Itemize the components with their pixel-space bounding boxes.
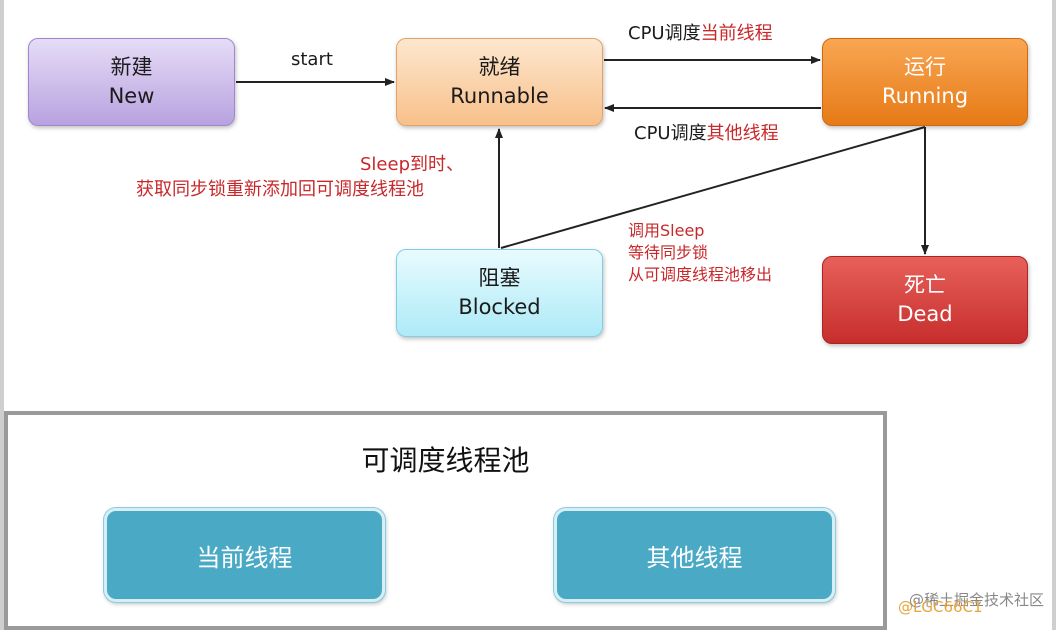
state-running-en: Running <box>881 84 969 108</box>
label-sleep-call-2: 等待同步锁 <box>628 243 709 262</box>
state-blocked: 阻塞 Blocked <box>396 249 603 337</box>
label-sleep-call-3: 从可调度线程池移出 <box>628 265 773 284</box>
state-runnable: 就绪 Runnable <box>396 38 603 126</box>
label-cpu-current: CPU调度当前线程 <box>628 23 773 45</box>
schedulable-thread-pool: 可调度线程池 当前线程 其他线程 <box>4 411 887 630</box>
state-new-zh: 新建 <box>110 55 153 79</box>
label-sleep-timeout-1: Sleep到时、 <box>360 154 465 175</box>
pool-current-thread: 当前线程 <box>104 508 385 602</box>
label-cpu-current-suffix: 当前线程 <box>700 23 773 44</box>
label-cpu-other: CPU调度其他线程 <box>634 123 779 145</box>
state-new-en: New <box>108 84 155 108</box>
state-runnable-en: Runnable <box>450 84 549 108</box>
state-running: 运行 Running <box>822 38 1028 126</box>
label-sleep-call-1: 调用Sleep <box>628 221 705 240</box>
label-cpu-other-suffix: 其他线程 <box>706 123 779 144</box>
arrow-running-to-blocked <box>500 126 926 249</box>
pool-title: 可调度线程池 <box>361 444 530 477</box>
label-start: start <box>291 49 333 70</box>
state-dead-zh: 死亡 <box>904 273 946 297</box>
label-cpu-other-prefix: CPU调度 <box>634 123 707 144</box>
label-sleep-timeout-2: 获取同步锁重新添加回可调度线程池 <box>136 179 424 200</box>
state-blocked-en: Blocked <box>458 295 541 319</box>
state-arrows <box>236 56 929 255</box>
watermark-text: @稀土掘金技术社区 <box>908 591 1044 609</box>
pool-other-thread: 其他线程 <box>554 508 835 602</box>
watermark-author: @LGC66C1 <box>898 598 983 616</box>
label-cpu-current-prefix: CPU调度 <box>628 23 701 44</box>
state-blocked-zh: 阻塞 <box>478 266 521 290</box>
state-running-zh: 运行 <box>904 55 946 79</box>
state-dead-en: Dead <box>897 302 953 326</box>
state-new: 新建 New <box>28 38 235 126</box>
state-dead: 死亡 Dead <box>822 256 1028 344</box>
state-runnable-zh: 就绪 <box>478 55 521 79</box>
